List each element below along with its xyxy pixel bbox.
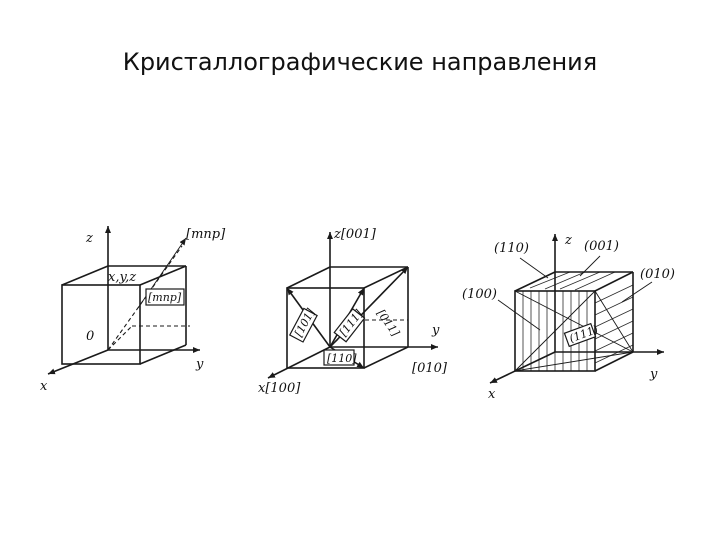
cube3-leader-100: [497, 299, 541, 331]
cube1-direction-box-label: [mnp]: [148, 291, 182, 304]
cube2-z-label: z[001]: [333, 227, 377, 242]
page-title: Кристаллографические направления: [122, 48, 598, 76]
cube3-edge: [594, 271, 634, 292]
cube3-leader-110: [519, 257, 549, 279]
cube1-direction-box: [145, 288, 185, 306]
cube2-y-label: y: [431, 323, 440, 338]
cube-2: z[001] y x[100] [010] [110] [101] [111] …: [258, 227, 448, 396]
cube3-box-111: [563, 322, 597, 348]
cube2-box-111: [333, 308, 366, 343]
cube2-edge: [363, 346, 409, 369]
cube1-origin-label: 0: [86, 329, 94, 344]
cube3-plane-100-label: (100): [462, 287, 497, 302]
cube2-x-axis: [267, 346, 331, 379]
cube1-z-label: z: [85, 231, 93, 246]
cube1-coords-label: x,y,z: [108, 270, 136, 285]
cube3-y-label: y: [649, 367, 658, 382]
cube1-front-face: [61, 284, 141, 365]
cube-1: z y x 0 x,y,z [mnp] [mnp]: [40, 226, 226, 394]
cube2-box-101: [288, 307, 318, 343]
cube1-direction-label: [mnp]: [186, 227, 226, 242]
cube-3: z y x (110) (001) (010) (100) (111): [462, 233, 675, 402]
cube1-hidden-edge: [107, 325, 133, 351]
cube3-plane-110-label: (110): [494, 241, 529, 256]
cube3-x-axis: [489, 351, 556, 384]
cube3-edge: [514, 271, 556, 292]
cube1-edge: [139, 344, 187, 365]
cube3-leader-010: [621, 281, 653, 303]
cube1-x-label: x: [40, 379, 48, 394]
cube3-z-label: z: [564, 233, 572, 248]
cube3-hatch-side: [594, 284, 634, 364]
cube3-edge: [594, 351, 634, 372]
cube2-front-face: [286, 287, 365, 369]
cube1-edge: [61, 265, 109, 286]
cube3-plane-001-label: (001): [584, 239, 619, 254]
cube2-label-010: [010]: [412, 361, 448, 376]
cube3-leader-001: [579, 255, 601, 277]
cube2-label-011: [011]: [374, 307, 402, 339]
cube1-edge: [139, 265, 187, 286]
cube1-y-label: y: [195, 357, 204, 372]
cube2-x-label: x[100]: [258, 381, 301, 396]
cube3-diagonal: [514, 290, 634, 353]
cube3-hatch-top: [529, 271, 616, 291]
cube3-x-label: x: [488, 387, 496, 402]
cube3-plane-010-label: (010): [640, 267, 675, 282]
cube1-x-axis: [47, 349, 109, 375]
cube2-edge: [363, 266, 409, 289]
cube2-label-110: [110]: [327, 352, 357, 365]
cube2-edge: [286, 266, 331, 289]
cube2-box-110: [323, 349, 355, 366]
